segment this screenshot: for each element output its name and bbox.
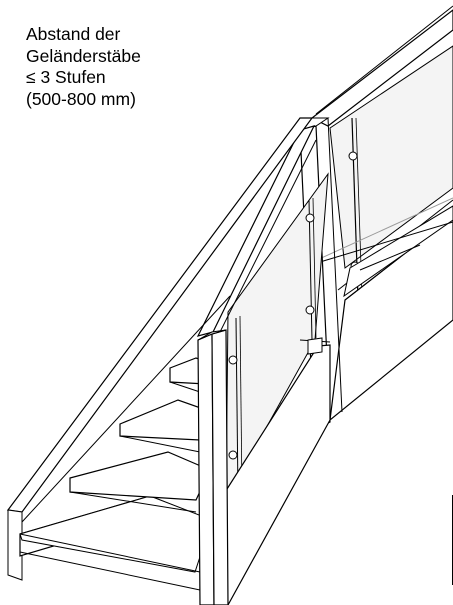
wall-stringer-foot — [7, 509, 23, 581]
tread-edge — [19, 533, 201, 573]
winder-line — [359, 244, 421, 271]
tread-edge — [19, 551, 201, 591]
lower-newel-post-side — [211, 329, 229, 605]
glass-clamp-dot — [228, 355, 238, 365]
lower-baluster-post — [235, 317, 239, 496]
annotation-line: ≤ 3 Stufen — [26, 67, 106, 87]
stringer-block — [307, 337, 323, 355]
tread-edge — [119, 435, 201, 453]
landing-tread — [343, 205, 453, 298]
annotation-line: Geländerstäbe — [26, 45, 141, 66]
wall-stringer-lower-edge — [21, 295, 231, 523]
glass-clamp-dot — [228, 450, 238, 460]
glass-clamp-dot — [348, 151, 358, 161]
winder-line — [319, 221, 453, 263]
stair-tread — [69, 451, 211, 501]
lower-newel-post-front — [197, 333, 215, 605]
upper-handrail-top-edge — [315, 5, 453, 115]
tread-edge — [69, 491, 197, 513]
lower-newel-post-cap — [197, 329, 227, 341]
annotation-line: Abstand der — [26, 24, 121, 44]
main-handrail-underside — [212, 139, 317, 347]
upper-glass-panel — [329, 45, 453, 269]
lower-baluster-post — [312, 197, 317, 339]
lower-baluster-post — [308, 199, 313, 341]
lower-baluster-post — [239, 315, 243, 494]
upper-handrail — [310, 9, 453, 127]
annotation-line: (500-800 mm) — [26, 88, 136, 109]
stair-tread-top — [19, 495, 213, 573]
railing-spacing-annotation: Abstand der Geländerstäbe ≤ 3 Stufen (50… — [26, 24, 196, 110]
main-handrail — [196, 125, 316, 337]
middle-newel-post-edge — [327, 117, 343, 413]
glass-clamp-dot — [305, 213, 315, 223]
glass-clamp-dot — [305, 305, 315, 315]
